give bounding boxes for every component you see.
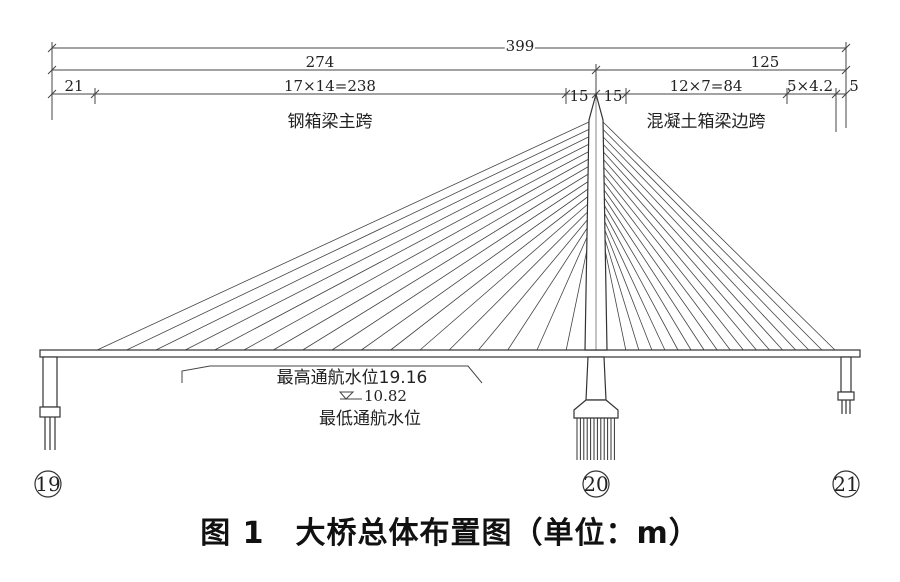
pier-label-20: 20: [582, 470, 610, 498]
stay-cable-side: [602, 129, 824, 352]
stay-cable-main: [506, 225, 590, 352]
svg-text:20: 20: [583, 472, 608, 496]
stay-cable-side: [602, 232, 640, 352]
stay-cable-side: [602, 136, 811, 352]
stay-cable-main: [477, 217, 590, 352]
label-high-water: 最高通航水位19.16: [277, 368, 428, 388]
stay-cable-side: [602, 121, 837, 352]
stay-cable-main: [300, 173, 590, 352]
stay-cable-main: [241, 158, 590, 352]
stay-cable-main: [565, 239, 590, 352]
stay-cable-main: [536, 232, 590, 352]
stay-cable-side: [602, 239, 627, 352]
stay-cable-side: [602, 202, 692, 352]
stay-cable-side: [602, 225, 653, 352]
stay-cable-main: [183, 143, 590, 352]
stay-cable-side: [602, 188, 719, 352]
stay-cable-main: [447, 210, 590, 352]
stay-cable-main: [153, 136, 590, 352]
dim-seg-side-end: 5×4.2: [787, 77, 833, 95]
stay-cable-main: [271, 165, 590, 352]
water-level-symbol: [338, 391, 362, 400]
pier-19-structure: [39, 356, 61, 450]
stay-cable-main: [212, 151, 590, 352]
dim-seg-main-cables: 17×14=238: [284, 77, 376, 95]
label-side-span: 混凝土箱梁边跨: [647, 112, 766, 132]
stay-cable-side: [602, 165, 758, 352]
bridge-deck: [39, 349, 861, 358]
stay-cable-main: [359, 188, 590, 352]
stay-cable-main: [124, 129, 590, 352]
label-low-water: 最低通航水位: [319, 409, 421, 429]
stay-cable-side: [602, 195, 706, 352]
stay-cables: [94, 121, 837, 352]
svg-text:21: 21: [833, 472, 858, 496]
dimension-lines: [47, 42, 851, 132]
stay-cable-side: [602, 210, 679, 352]
figure-caption: 图 1 大桥总体布置图（单位：m）: [200, 516, 700, 551]
stay-cable-side: [602, 158, 771, 352]
deck: [39, 349, 861, 358]
label-main-span: 钢箱梁主跨: [288, 112, 373, 132]
dim-seg-left-tower: 15: [569, 87, 588, 105]
tower-pile-cap: [573, 399, 619, 419]
dim-seg-end-side: 5: [849, 77, 859, 95]
stay-cable-main: [418, 202, 590, 352]
dim-total: 399: [506, 37, 535, 55]
tower-lower-column: [585, 356, 607, 401]
stay-cable-main: [389, 195, 590, 352]
stay-cable-side: [602, 151, 784, 352]
dim-seg-end-main: 21: [64, 77, 83, 95]
tower-piles: [576, 418, 615, 460]
stay-cable-side: [602, 173, 745, 352]
dim-main-span: 274: [306, 53, 335, 71]
dim-seg-side-cables: 12×7=84: [670, 77, 743, 95]
dim-seg-right-tower: 15: [603, 87, 622, 105]
stay-cable-side: [602, 143, 797, 352]
main-tower: [573, 91, 619, 419]
pier-21-structure: [837, 356, 855, 414]
pier-label-21: 21: [832, 470, 860, 498]
dim-side-span: 125: [751, 53, 780, 71]
stay-cable-side: [602, 217, 666, 352]
stay-cable-main: [94, 121, 590, 352]
stay-cable-side: [602, 180, 732, 352]
svg-text:19: 19: [35, 472, 60, 496]
pier-label-19: 19: [34, 470, 62, 498]
label-low-water-value: 10.82: [364, 387, 407, 405]
stay-cable-main: [330, 180, 590, 352]
navigation-clearance-box: [181, 365, 483, 384]
